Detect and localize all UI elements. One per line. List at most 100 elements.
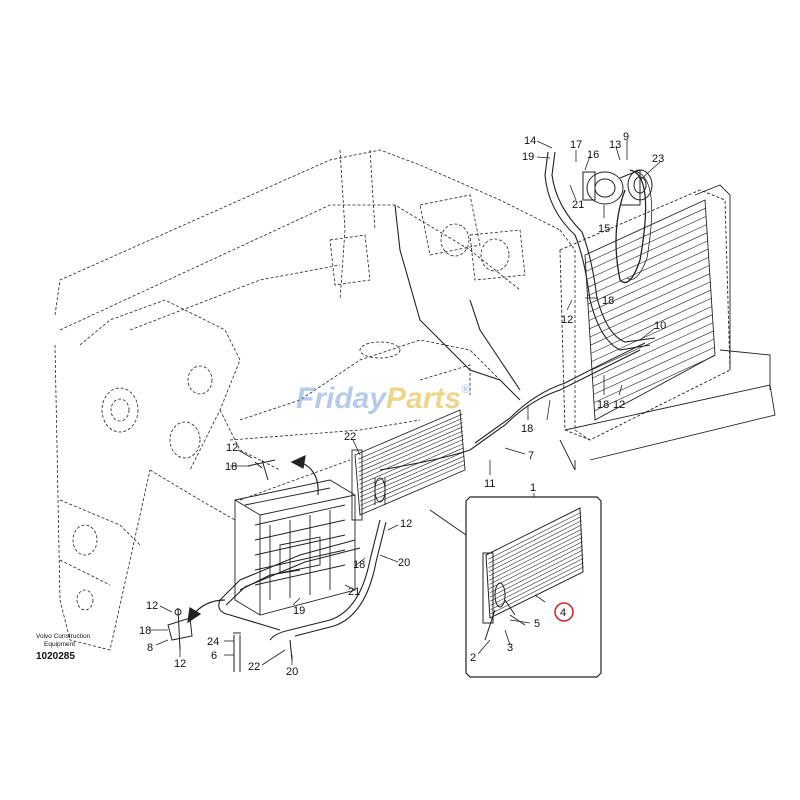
watermark-logo: FridayParts® <box>296 382 470 416</box>
fin-line <box>591 306 712 362</box>
callout-18: 18 <box>602 295 614 307</box>
watermark-part2: Parts <box>386 382 462 415</box>
callout-11: 11 <box>484 478 495 490</box>
callout-22: 22 <box>248 661 260 673</box>
callout-18: 18 <box>225 461 237 473</box>
fin-line <box>590 289 711 346</box>
callout-labels: 14 19 17 16 13 9 23 21 15 18 12 10 18 12… <box>139 131 666 678</box>
fin-line <box>489 537 583 585</box>
fin-line <box>593 339 714 395</box>
fin-line <box>488 528 583 577</box>
fin-line <box>358 426 463 473</box>
callout-5: 5 <box>534 618 540 630</box>
fin-line <box>358 413 463 460</box>
fin-line <box>488 516 582 564</box>
source-line1: Volvo Construction <box>36 633 91 640</box>
fin-line <box>490 566 584 615</box>
callout-15: 15 <box>598 223 610 235</box>
condenser-main <box>351 409 466 521</box>
watermark-reg: ® <box>461 382 470 396</box>
fin-line <box>358 430 464 477</box>
callout-12: 12 <box>146 600 158 612</box>
radiator-assembly <box>559 184 776 471</box>
callout-24: 24 <box>207 636 219 648</box>
callout-3: 3 <box>507 642 513 654</box>
fin-line <box>488 524 582 573</box>
callout-17: 17 <box>570 139 582 151</box>
callout-22: 22 <box>344 431 356 443</box>
source-line2: Equipment <box>44 641 76 648</box>
fin-line <box>359 434 464 481</box>
fin-line <box>359 439 464 485</box>
watermark-part1: Friday <box>296 382 387 415</box>
fin-line <box>489 549 584 598</box>
callout-19: 19 <box>293 605 305 617</box>
evaporator-unit <box>234 479 356 616</box>
callout-16: 16 <box>587 149 599 161</box>
callout-12: 12 <box>613 399 625 411</box>
callout-6: 6 <box>211 650 217 662</box>
fin-line <box>358 422 463 468</box>
fin-line <box>592 330 714 387</box>
fin-line <box>591 314 713 371</box>
callout-12: 12 <box>400 518 412 530</box>
fin-line <box>585 216 707 272</box>
fin-line <box>360 460 465 506</box>
callout-18: 18 <box>139 625 151 637</box>
fin-line <box>490 558 584 606</box>
callout-18: 18 <box>521 423 533 435</box>
clamp-parts <box>167 459 276 672</box>
callout-1: 1 <box>530 482 536 494</box>
fin-line <box>358 418 463 464</box>
fin-line <box>488 511 582 560</box>
callout-18: 18 <box>353 559 365 571</box>
fin-line <box>489 532 583 581</box>
leader-lines <box>150 140 661 666</box>
fin-line <box>594 355 715 412</box>
callout-20: 20 <box>286 666 298 678</box>
fin-line <box>489 545 583 594</box>
frame-holes <box>72 223 510 611</box>
callout-12: 12 <box>174 658 186 670</box>
callout-12: 12 <box>226 442 238 454</box>
fin-line <box>587 248 709 305</box>
fin-line <box>589 281 711 338</box>
fin-line <box>489 541 583 589</box>
callout-21: 21 <box>348 586 360 598</box>
figure-number: 1020285 <box>36 651 75 662</box>
compressor <box>582 169 653 284</box>
callout-14: 14 <box>524 135 536 147</box>
fin-line <box>359 451 465 498</box>
fin-line <box>588 265 710 321</box>
fin-line <box>588 257 709 313</box>
fin-line <box>360 455 465 502</box>
callout-10: 10 <box>654 320 666 332</box>
fin-line <box>490 562 584 610</box>
fin-line <box>586 224 707 280</box>
source-caption: Volvo Construction Equipment <box>36 633 90 649</box>
fin-line <box>488 520 582 568</box>
callout-21: 21 <box>572 199 584 211</box>
fin-line <box>589 273 710 330</box>
callout-20: 20 <box>398 557 410 569</box>
callout-7: 7 <box>528 450 534 462</box>
fin-line <box>593 347 715 403</box>
fin-line <box>360 464 465 510</box>
highlight-circle <box>554 602 574 622</box>
direction-arrows <box>187 454 319 624</box>
fin-line <box>586 232 708 289</box>
fin-line <box>359 447 464 494</box>
callout-13: 13 <box>609 139 621 151</box>
callout-4: 4 <box>560 607 566 619</box>
callout-8: 8 <box>147 642 153 654</box>
fin-line <box>585 207 706 264</box>
fin-line <box>587 240 708 297</box>
detail-inset <box>429 496 602 678</box>
callout-19: 19 <box>522 151 534 163</box>
fin-line <box>490 553 584 602</box>
callout-23: 23 <box>652 153 664 165</box>
callout-18: 18 <box>597 399 609 411</box>
callout-9: 9 <box>623 131 629 143</box>
callout-2: 2 <box>470 652 476 664</box>
